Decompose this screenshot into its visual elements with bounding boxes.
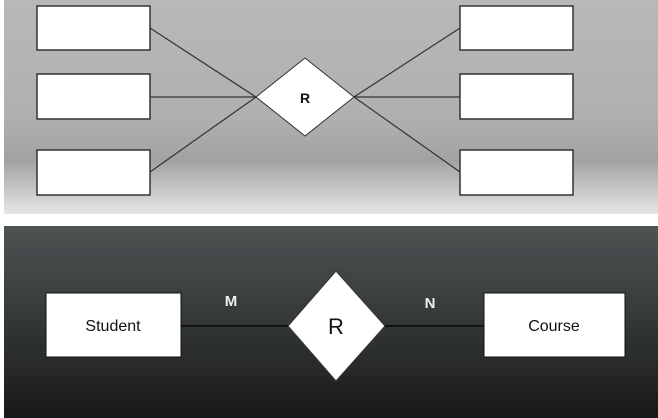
entity-box-course — [483, 292, 626, 358]
generic-er-diagram-panel: R — [4, 0, 658, 214]
relationship-diamond — [255, 57, 355, 137]
entity-box-right-top — [459, 5, 574, 51]
entity-box-student — [45, 292, 182, 358]
connector-lines — [149, 27, 461, 173]
entity-label-student: Student — [85, 318, 141, 335]
cardinality-label-left: M — [225, 293, 238, 310]
relationship-label-bottom: R — [328, 314, 344, 339]
relationship-diamond-bottom — [287, 270, 386, 382]
relationship-label: R — [300, 90, 310, 106]
student-course-er-diagram: M N Student Course R — [45, 270, 626, 382]
entity-box-right-bottom — [459, 149, 574, 196]
connector-left-bottom — [149, 96, 257, 173]
entity-box-left-bottom — [36, 149, 151, 196]
student-course-er-panel: M N Student Course R — [4, 226, 658, 418]
connector-right-bottom — [353, 96, 461, 173]
connector-right-top — [353, 27, 461, 98]
entity-label-course: Course — [528, 318, 580, 335]
cardinality-label-right: N — [425, 295, 436, 312]
entity-box-left-middle — [36, 73, 151, 120]
connector-left-top — [149, 27, 257, 98]
entity-box-right-middle — [459, 73, 574, 120]
entity-box-left-top — [36, 5, 151, 51]
generic-er-diagram: R — [36, 5, 574, 196]
